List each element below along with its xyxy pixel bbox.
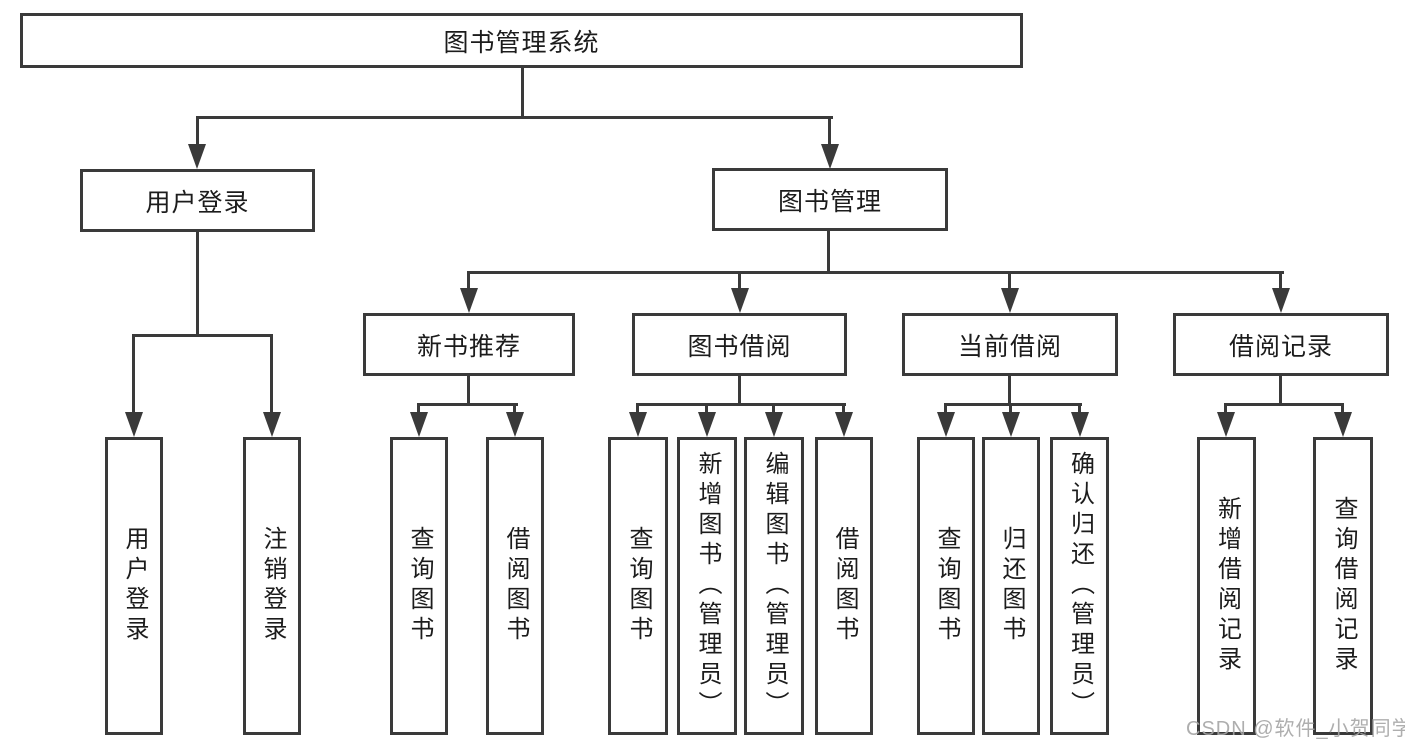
connector-leaf-drop — [636, 403, 639, 414]
leaf-confirm-return-admin: 确认归还（管理员） — [1050, 437, 1109, 735]
leaf-label: 新增图书（管理员） — [694, 451, 721, 721]
leaf-query-books-recommend: 查询图书 — [390, 437, 448, 735]
connector-book-mgmt-stem — [827, 230, 830, 274]
leaf-query-books-borrowing: 查询图书 — [608, 437, 668, 735]
leaf-label: 查询借阅记录 — [1330, 496, 1357, 676]
leaf-query-borrow-record: 查询借阅记录 — [1313, 437, 1373, 735]
connector-leaf-drop — [1009, 403, 1012, 414]
leaf-label: 编辑图书（管理员） — [761, 451, 788, 721]
connector-user-login-drop — [196, 116, 199, 146]
csdn-watermark: CSDN @软件_小贺同学 — [1186, 718, 1405, 740]
connector-leaf-drop — [417, 403, 420, 414]
arrowhead-book-borrow — [731, 288, 749, 313]
connector-current-borrow-stem — [1008, 374, 1011, 406]
connector-leaf-drop — [772, 403, 775, 414]
connector-level2-bar — [196, 116, 833, 119]
connector-leaf-login-drop — [132, 334, 135, 414]
leaf-label: 查询图书 — [625, 526, 652, 646]
leaf-borrow-books-recommend: 借阅图书 — [486, 437, 544, 735]
node-new-book-recommend: 新书推荐 — [363, 313, 575, 376]
leaf-borrow-books-borrowing: 借阅图书 — [815, 437, 873, 735]
leaf-label: 确认归还（管理员） — [1066, 451, 1094, 721]
leaf-label: 借阅图书 — [831, 526, 858, 646]
arrowhead-leaf — [1334, 412, 1352, 437]
connector-leaf-drop — [1078, 403, 1081, 414]
connector-borrow-records-stem — [1279, 374, 1282, 406]
connector-level3-bar — [467, 271, 1284, 274]
arrowhead-leaf — [937, 412, 955, 437]
arrowhead-leaf-logout — [263, 412, 281, 437]
node-borrowing-records: 借阅记录 — [1173, 313, 1389, 376]
connector-new-book-drop — [467, 271, 470, 291]
arrowhead-book-mgmt — [821, 144, 839, 169]
connector-book-borrow-stem — [738, 374, 741, 406]
leaf-label: 新增借阅记录 — [1213, 496, 1241, 676]
connector-user-login-stem — [196, 230, 199, 337]
leaf-label: 查询图书 — [406, 526, 433, 646]
leaf-label: 注销登录 — [259, 526, 286, 646]
arrowhead-user-login — [188, 144, 206, 169]
connector-leaf-drop — [1341, 403, 1344, 414]
connector-leaf-drop — [944, 403, 947, 414]
arrowhead-leaf — [698, 412, 716, 437]
arrowhead-leaf — [410, 412, 428, 437]
node-library-system: 图书管理系统 — [20, 13, 1023, 68]
connector-new-book-stem — [467, 374, 470, 406]
connector-book-borrow-drop — [738, 271, 741, 291]
leaf-add-book-admin: 新增图书（管理员） — [677, 437, 737, 735]
connector-leaf-drop — [705, 403, 708, 414]
leaf-query-books-current: 查询图书 — [917, 437, 975, 735]
arrowhead-leaf — [1002, 412, 1020, 437]
leaf-return-books: 归还图书 — [982, 437, 1040, 735]
leaf-logout: 注销登录 — [243, 437, 301, 735]
leaf-add-borrow-record: 新增借阅记录 — [1197, 437, 1256, 735]
connector-borrow-records-drop — [1279, 271, 1282, 291]
connector-book-mgmt-drop — [828, 116, 831, 146]
node-current-borrowing: 当前借阅 — [902, 313, 1118, 376]
connector-book-borrow-bar — [636, 403, 846, 406]
arrowhead-leaf — [1071, 412, 1089, 437]
connector-user-login-bar — [132, 334, 273, 337]
arrowhead-current-borrow — [1001, 288, 1019, 313]
leaf-label: 借阅图书 — [502, 526, 529, 646]
connector-new-book-bar — [417, 403, 518, 406]
connector-leaf-drop — [1224, 403, 1227, 414]
leaf-label: 查询图书 — [933, 526, 960, 646]
arrowhead-leaf — [506, 412, 524, 437]
connector-current-borrow-bar — [944, 403, 1082, 406]
node-user-login: 用户登录 — [80, 169, 315, 232]
connector-borrow-records-bar — [1224, 403, 1344, 406]
arrowhead-leaf — [835, 412, 853, 437]
arrowhead-leaf-login — [125, 412, 143, 437]
node-book-management: 图书管理 — [712, 168, 948, 231]
arrowhead-borrow-records — [1272, 288, 1290, 313]
connector-current-borrow-drop — [1008, 271, 1011, 291]
connector-leaf-drop — [513, 403, 516, 414]
arrowhead-new-book — [460, 288, 478, 313]
connector-leaf-drop — [842, 403, 845, 414]
leaf-label: 归还图书 — [998, 526, 1025, 646]
connector-leaf-logout-drop — [270, 334, 273, 414]
leaf-user-login: 用户登录 — [105, 437, 163, 735]
arrowhead-leaf — [765, 412, 783, 437]
connector-root-stem — [521, 66, 524, 118]
arrowhead-leaf — [1217, 412, 1235, 437]
leaf-edit-book-admin: 编辑图书（管理员） — [744, 437, 804, 735]
node-book-borrowing: 图书借阅 — [632, 313, 847, 376]
arrowhead-leaf — [629, 412, 647, 437]
leaf-label: 用户登录 — [121, 526, 148, 646]
